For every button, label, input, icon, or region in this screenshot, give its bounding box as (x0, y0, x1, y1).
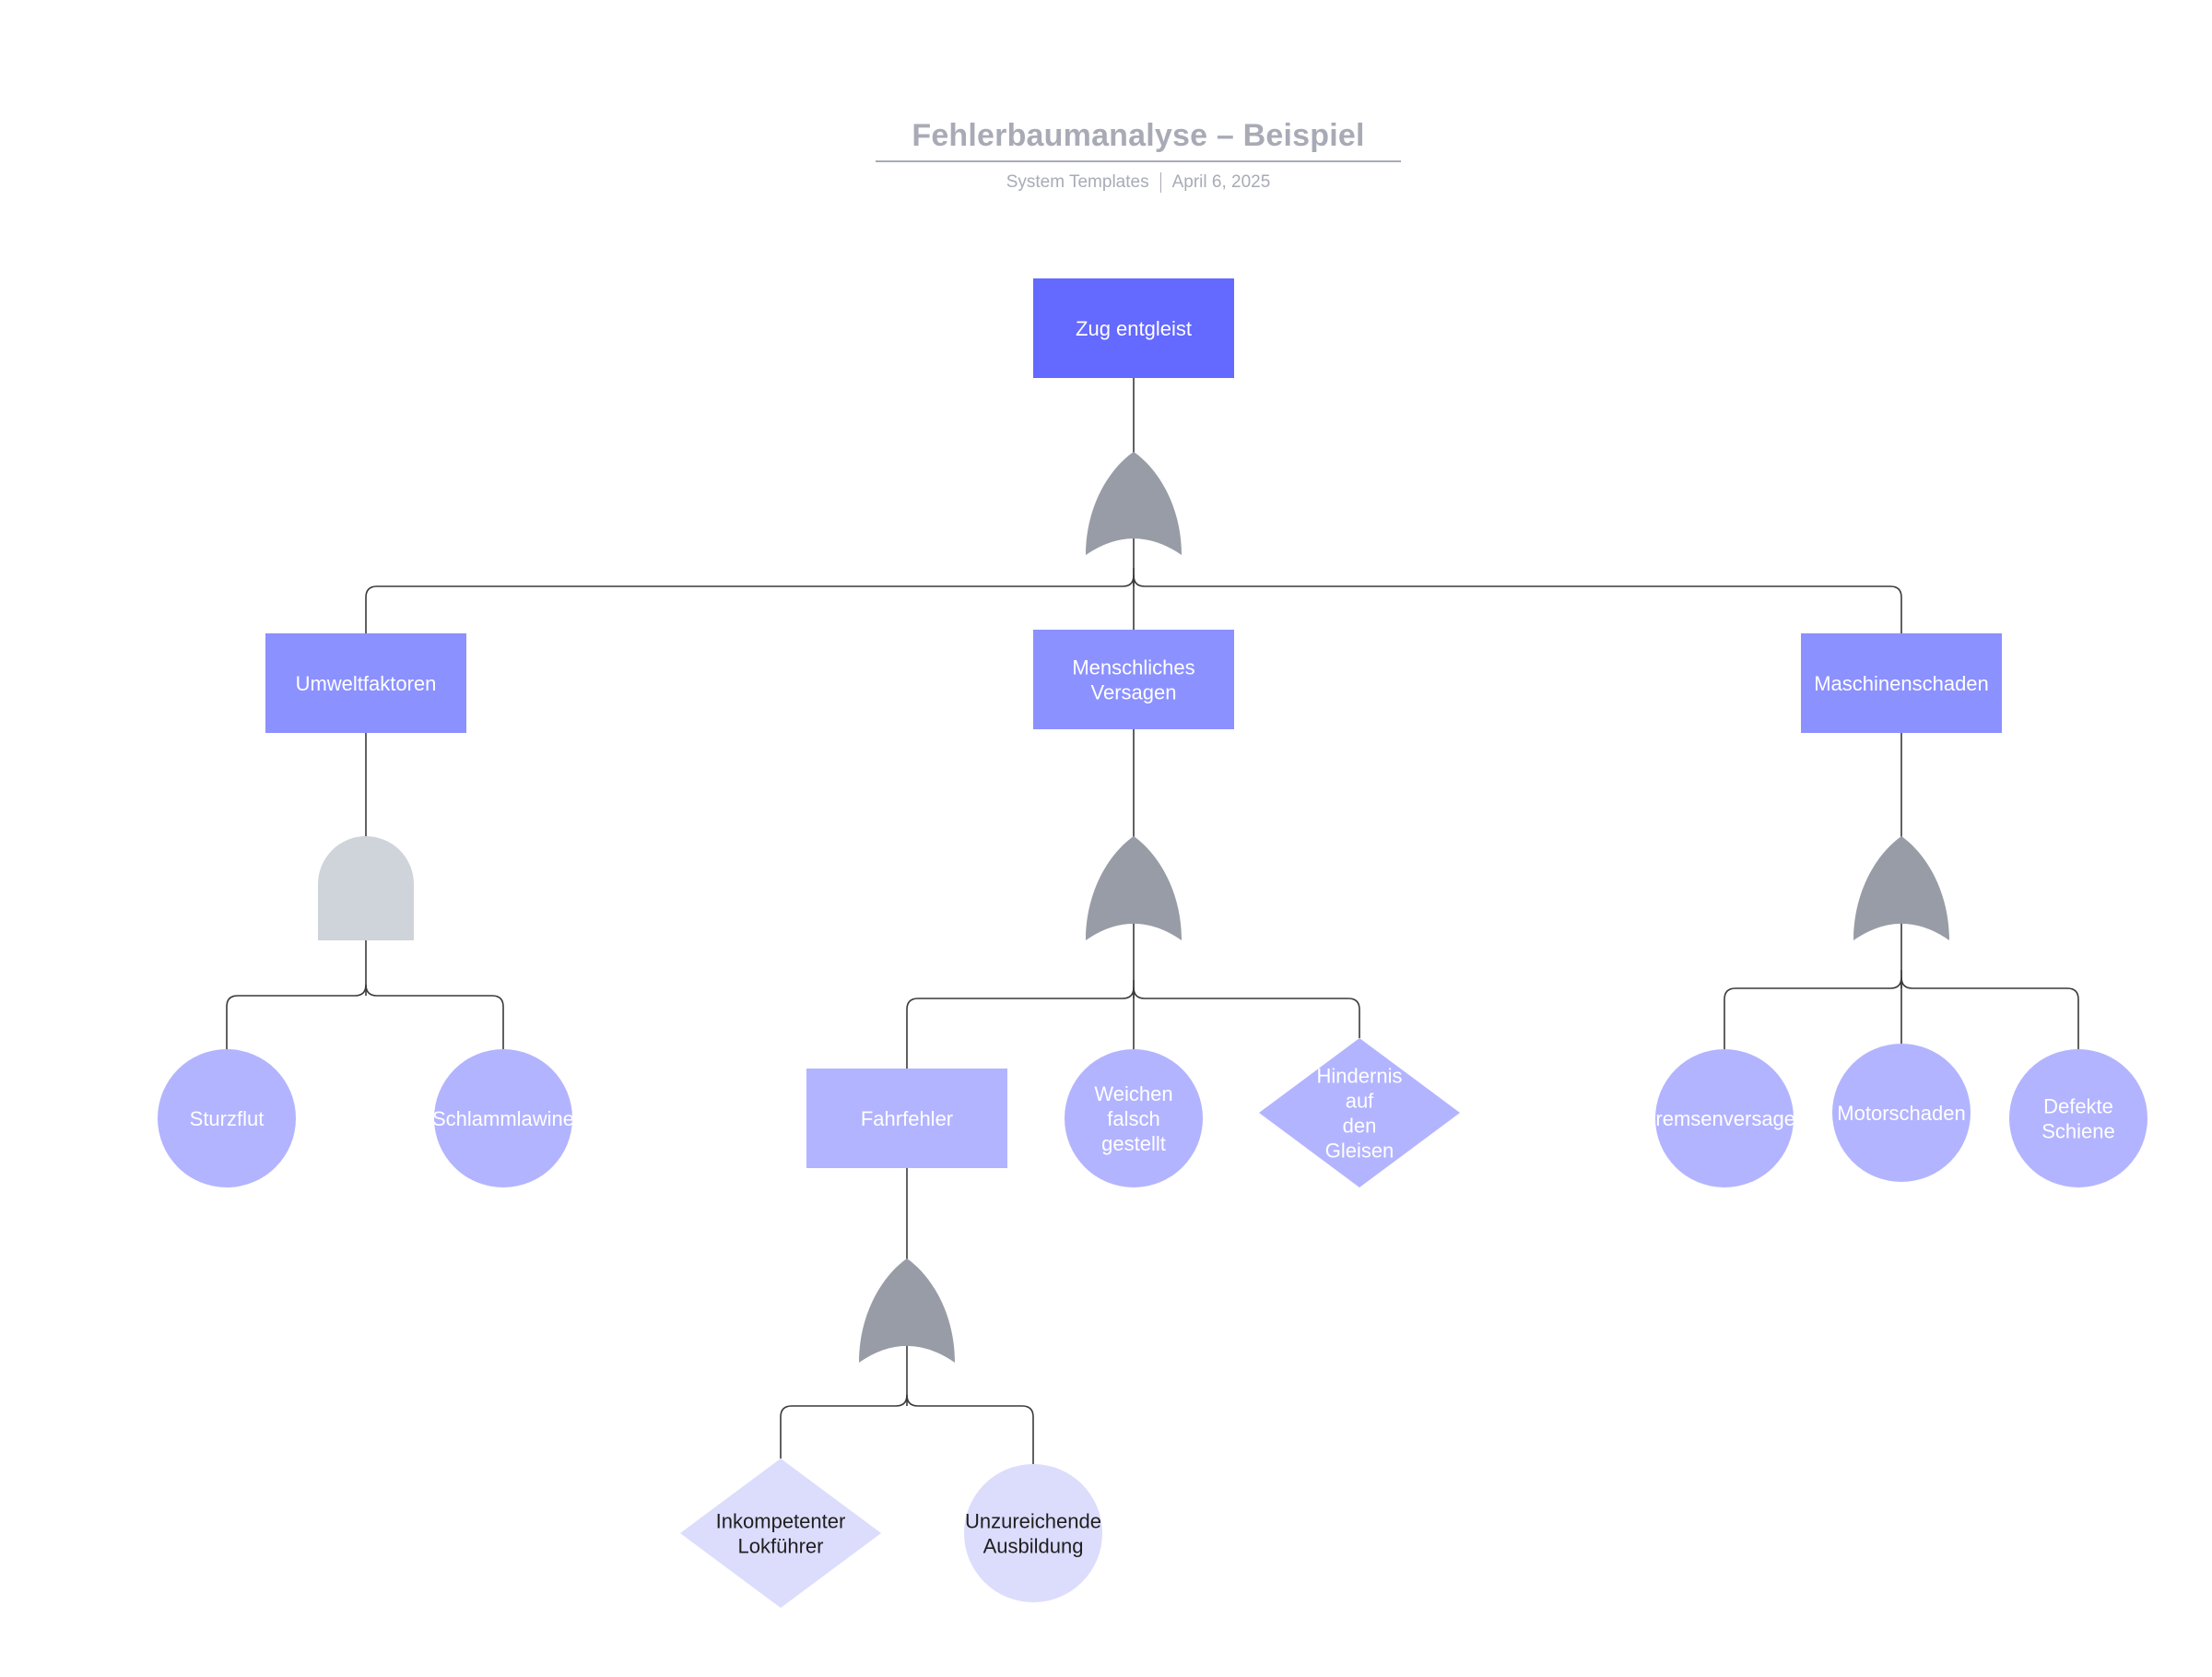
event-label: Sturzflut (190, 1107, 265, 1130)
event-sturzflut[interactable]: Sturzflut (158, 1049, 296, 1187)
event-circle[interactable] (158, 1049, 296, 1187)
event-circle[interactable] (434, 1049, 572, 1187)
connector-line (1133, 986, 1360, 1038)
event-label-line: Zug entgleist (1076, 317, 1192, 340)
connector-line (1900, 976, 2079, 1049)
connector-line (365, 574, 1135, 633)
event-label-line: den (1343, 1115, 1377, 1138)
event-label-line: falsch (1107, 1107, 1159, 1130)
or-gate[interactable] (1086, 836, 1182, 940)
event-circle[interactable] (1655, 1049, 1794, 1187)
event-label: Fahrfehler (861, 1107, 953, 1130)
connector-line (906, 986, 1135, 1069)
event-label-line: Inkompetenter (716, 1510, 846, 1533)
connector-line (1133, 574, 1902, 633)
event-label: Motorschaden (1837, 1102, 1965, 1125)
event-label-line: Fahrfehler (861, 1107, 953, 1130)
event-label: Zug entgleist (1076, 317, 1192, 340)
event-label: Bremsenversagen (1642, 1107, 1807, 1130)
event-label: Maschinenschaden (1814, 672, 1989, 695)
connector-line (906, 1394, 1034, 1464)
event-diamond[interactable] (1259, 1038, 1460, 1187)
event-label-line: Lokführer (738, 1535, 824, 1558)
event-rectangle[interactable] (1033, 278, 1234, 378)
event-label-line: Gleisen (1325, 1140, 1394, 1163)
event-label-line: Weichen (1094, 1082, 1172, 1105)
event-circle[interactable] (2009, 1049, 2147, 1187)
event-rectangle[interactable] (1801, 633, 2002, 733)
document-meta: System Templates April 6, 2025 (876, 172, 1401, 193)
event-label-line: Ausbildung (983, 1535, 1084, 1558)
or-gate[interactable] (859, 1258, 955, 1363)
event-umwelt[interactable]: Umweltfaktoren (265, 633, 466, 733)
and-gate[interactable] (318, 836, 414, 940)
connector-layer (226, 378, 2079, 1464)
event-rectangle[interactable] (806, 1069, 1007, 1168)
event-label-line: Hindernis (1317, 1065, 1403, 1088)
event-fahrfehler[interactable]: Fahrfehler (806, 1069, 1007, 1168)
event-label-line: auf (1346, 1090, 1374, 1113)
event-label-line: Schlammlawine (432, 1107, 574, 1130)
event-maschine[interactable]: Maschinenschaden (1801, 633, 2002, 733)
event-circle[interactable] (964, 1464, 1102, 1602)
or-gate[interactable] (1086, 452, 1182, 555)
event-motor[interactable]: Motorschaden (1832, 1044, 1971, 1182)
event-label-line: Motorschaden (1837, 1102, 1965, 1125)
event-label-line: Menschliches (1072, 656, 1194, 679)
event-label-line: Sturzflut (190, 1107, 265, 1130)
event-top[interactable]: Zug entgleist (1033, 278, 1234, 378)
event-label-line: Schiene (2041, 1120, 2115, 1143)
connector-line (365, 984, 504, 1049)
gate-layer (318, 452, 1949, 1363)
event-label: Umweltfaktoren (296, 672, 437, 695)
event-label-line: Maschinenschaden (1814, 672, 1989, 695)
event-circle[interactable] (1065, 1049, 1203, 1187)
event-rectangle[interactable] (265, 633, 466, 733)
event-schlamm[interactable]: Schlammlawine (432, 1049, 574, 1187)
event-bremsen[interactable]: Bremsenversagen (1642, 1049, 1807, 1187)
connector-line (1724, 976, 1902, 1049)
event-circle[interactable] (1832, 1044, 1971, 1182)
event-label-line: Umweltfaktoren (296, 672, 437, 695)
or-gate[interactable] (1853, 836, 1949, 940)
document-source: System Templates (1006, 172, 1149, 193)
event-label-line: Bremsenversagen (1642, 1107, 1807, 1130)
document-date: April 6, 2025 (1171, 172, 1271, 193)
document-title: Fehlerbaumanalyse – Beispiel (912, 118, 1365, 153)
event-diamond[interactable] (680, 1459, 881, 1608)
meta-separator (1159, 172, 1161, 193)
connector-line (780, 1394, 908, 1459)
event-label-line: gestellt (1101, 1132, 1166, 1155)
connector-line (226, 984, 367, 1049)
document-header: Fehlerbaumanalyse – Beispiel System Temp… (0, 0, 2212, 221)
event-label: Schlammlawine (432, 1107, 574, 1130)
event-label-line: Versagen (1091, 681, 1177, 704)
event-rectangle[interactable] (1033, 630, 1234, 729)
event-label-line: Unzureichende (965, 1510, 1101, 1533)
title-underline (876, 160, 1401, 162)
event-label-line: Defekte (2043, 1095, 2113, 1118)
